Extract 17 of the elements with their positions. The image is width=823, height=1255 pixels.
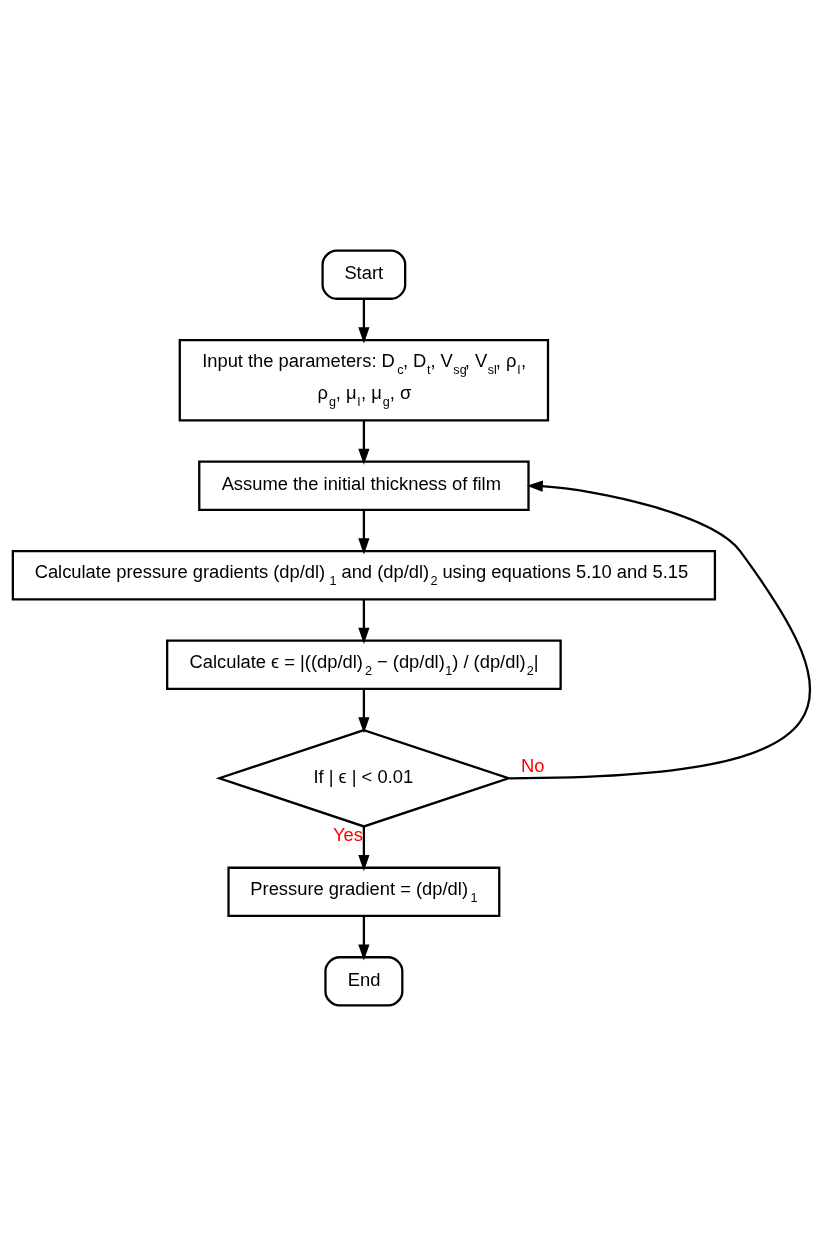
node-box: Assume the initial thickness of film (198, 460, 530, 511)
node-box: Calculate pressure gradients (dp/dl)$_{1}$ and (dp/dl)$_{2}$ using equations 5.10 and 5.15 (11, 549, 717, 600)
arrow (358, 915, 370, 960)
arrow (358, 419, 370, 465)
arrow (358, 688, 370, 733)
node-box: Pressure gradient = (dp/dl)$_{1}$ (227, 866, 501, 917)
arrow (509, 480, 811, 779)
arrow (358, 509, 370, 554)
node-box: Calculate ϵ = |((dp/dl)$_{2}$ − (dp/dl)$_{1}$) / (dp/dl)$_{2}$| (166, 638, 562, 690)
node-box: End (324, 955, 404, 1007)
node-box: Start (321, 248, 407, 300)
node-diamond: If | ϵ | < 0.01 (215, 728, 513, 828)
arrow (358, 826, 370, 871)
edge-label: No (520, 754, 545, 776)
arrow (358, 298, 370, 343)
node-box: Input the parameters: D$_{c}$, D$_{t}$, V$_{sg}$, V$_{sl}$, ρ$_{l}$, ρ$_{g}$, μ$_{l}$, μ$_{g}$, σ (178, 338, 550, 421)
arrow (358, 599, 370, 644)
